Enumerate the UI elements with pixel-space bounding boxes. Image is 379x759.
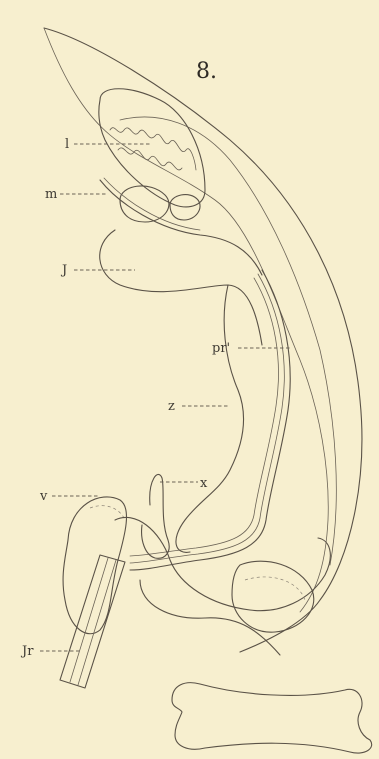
svg-text:pr': pr' xyxy=(212,341,230,356)
svg-text:v: v xyxy=(39,489,48,504)
projection-x xyxy=(142,474,170,558)
lower-bulb xyxy=(232,561,314,632)
label-x: x xyxy=(160,476,208,491)
label-m: m xyxy=(45,187,106,202)
svg-text:J: J xyxy=(60,263,67,278)
long-tube-inner-1 xyxy=(130,274,284,563)
duct-m-inner xyxy=(104,178,200,230)
chamber-z xyxy=(176,285,244,552)
figure-number: 8. xyxy=(196,59,217,84)
label-pr: pr' xyxy=(212,341,290,356)
lower-bulb-dashed xyxy=(245,577,305,600)
duct-m xyxy=(100,180,262,275)
folded-gland-lower xyxy=(118,148,182,170)
svg-text:x: x xyxy=(200,476,208,491)
bottom-bone xyxy=(172,683,372,753)
svg-text:Jr: Jr xyxy=(20,644,34,659)
lower-body xyxy=(115,517,330,610)
svg-text:l: l xyxy=(65,137,69,152)
flap-v xyxy=(63,497,126,634)
outer-body-outline xyxy=(44,28,362,652)
rod-jr-inner-2 xyxy=(78,560,116,685)
inner-body-outline xyxy=(44,28,328,612)
svg-text:m: m xyxy=(45,187,57,202)
long-tube-outer xyxy=(130,270,290,570)
rod-jr-inner xyxy=(70,558,108,682)
label-v: v xyxy=(39,489,100,504)
svg-text:z: z xyxy=(168,399,175,414)
label-j: J xyxy=(60,263,135,278)
label-z: z xyxy=(168,399,228,414)
